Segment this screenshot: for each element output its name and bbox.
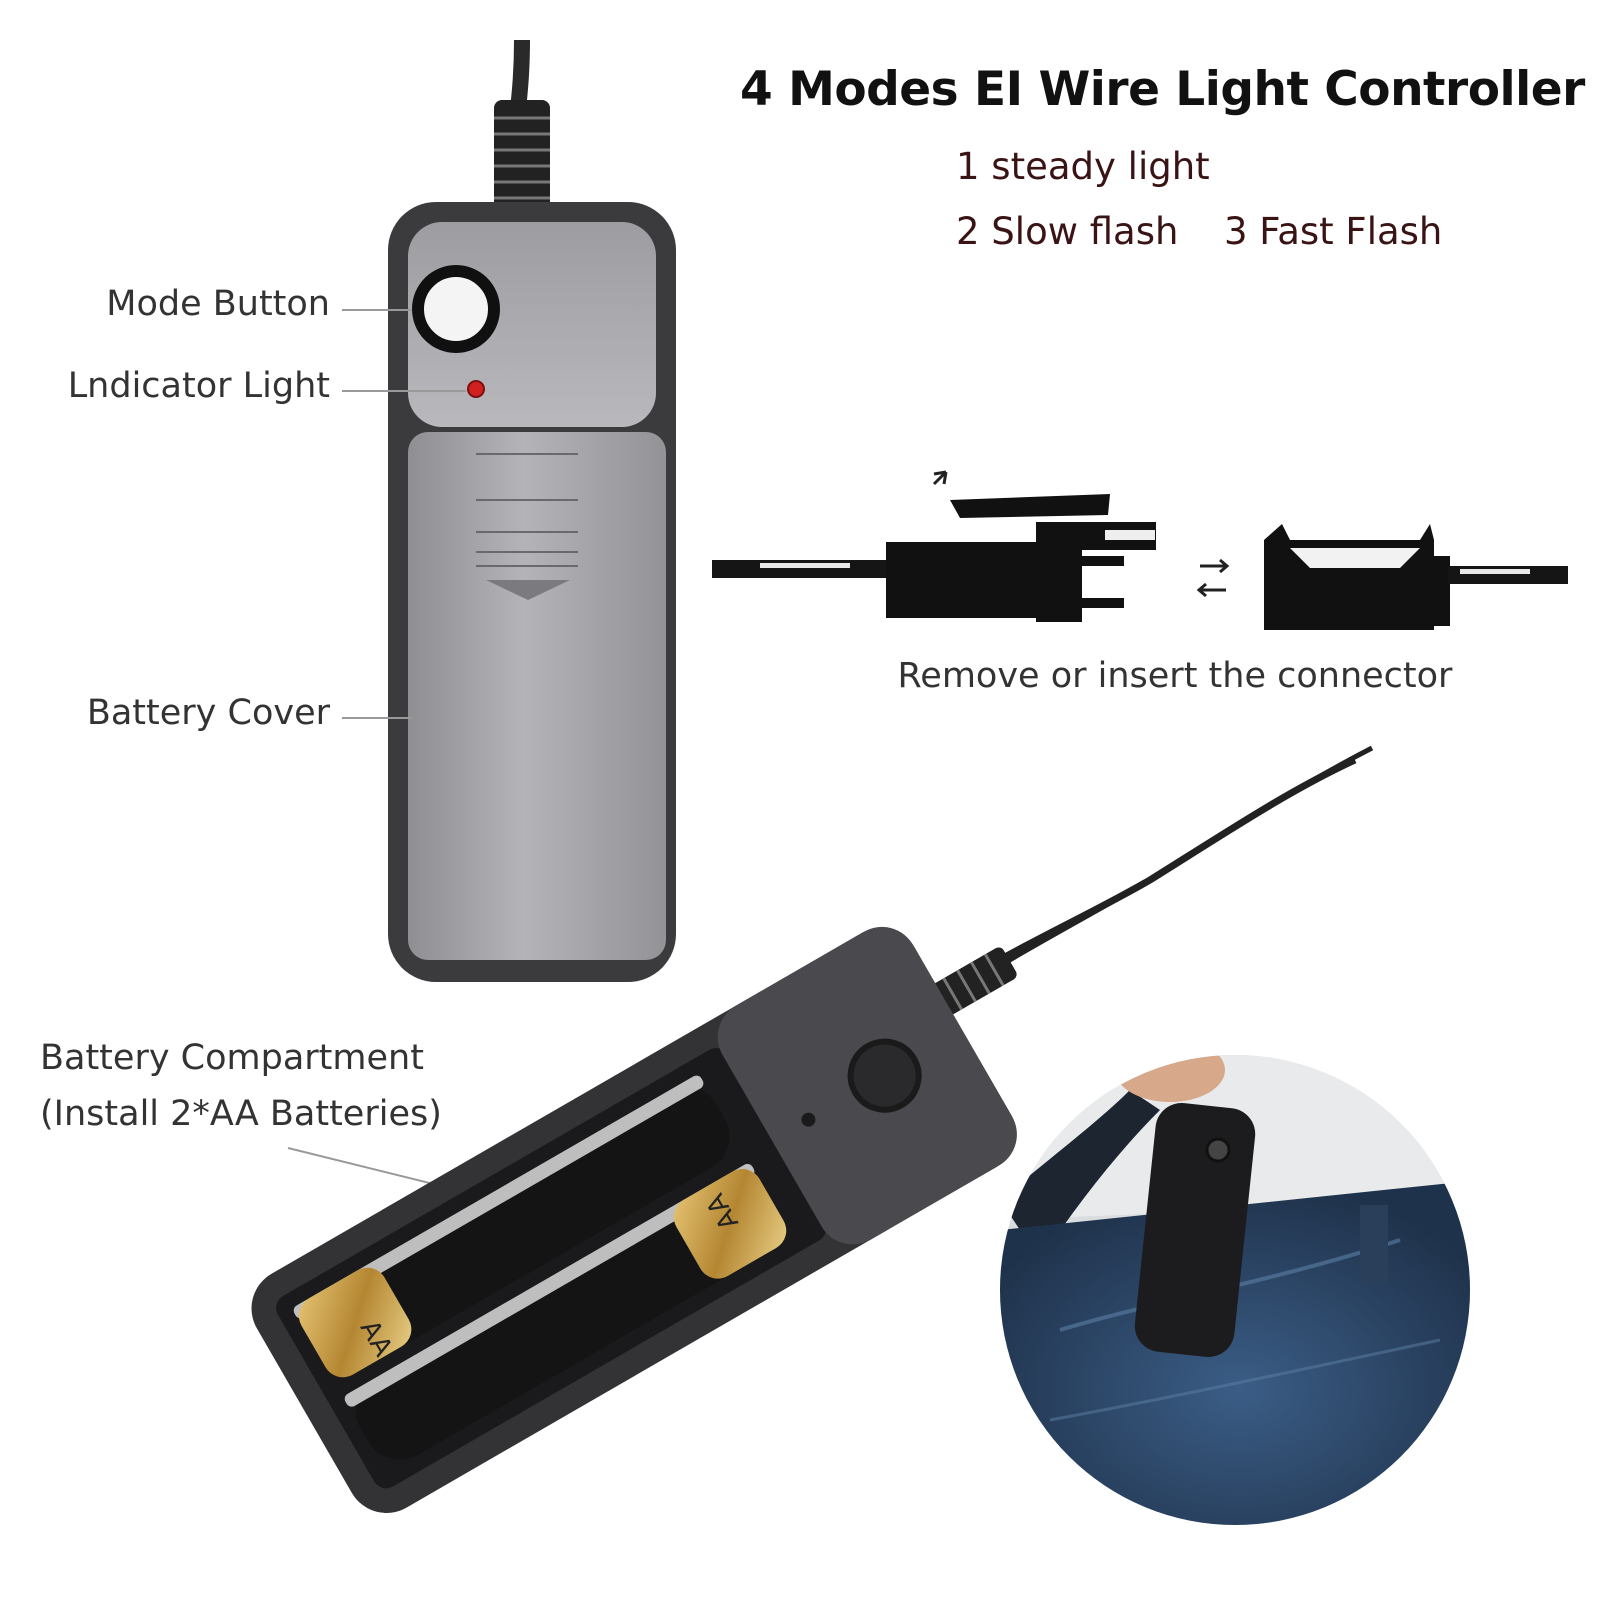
mode-button-icon — [412, 265, 500, 353]
mode-line-2a: 2 Slow flash — [956, 210, 1179, 253]
connector-wire-right — [1448, 566, 1568, 584]
label-battery-compartment: Battery Compartment — [40, 1038, 424, 1078]
mode-line-1: 1 steady light — [956, 145, 1210, 188]
pocket-controller — [1134, 1103, 1256, 1357]
cable-top — [510, 39, 530, 111]
controller-upright — [388, 39, 676, 982]
connector-plug-female — [1264, 524, 1450, 630]
label-battery-install: (Install 2*AA Batteries) — [40, 1094, 442, 1134]
page-title: 4 Modes EI Wire Light Controller — [740, 62, 1585, 117]
label-battery-cover: Battery Cover — [86, 693, 330, 733]
connector-wire-left — [712, 560, 888, 578]
connector-plug-male — [886, 470, 1156, 622]
label-mode-button: Mode Button — [106, 284, 330, 324]
open-mode-button-icon — [847, 1038, 922, 1113]
cover-grip-lines — [476, 453, 578, 567]
battery-aa-2: AA — [344, 1163, 787, 1460]
controller-open: AA AA — [251, 745, 1374, 1513]
mode-line-2b: 3 Fast Flash — [1224, 210, 1443, 253]
indicator-light-icon — [467, 380, 485, 398]
swap-arrows-icon — [1196, 558, 1230, 598]
connector-caption: Remove or insert the connector — [897, 656, 1453, 696]
strain-relief-top — [494, 100, 550, 212]
cover-arrow-icon — [486, 580, 570, 600]
label-indicator-light: Lndicator Light — [67, 366, 330, 406]
lifestyle-photo — [1000, 1055, 1470, 1525]
battery-cover-panel — [408, 432, 666, 960]
open-indicator-icon — [801, 1112, 816, 1127]
lift-arrow-icon — [932, 470, 948, 486]
connector-diagram — [712, 470, 1568, 630]
battery-aa-1: AA — [293, 1075, 730, 1378]
